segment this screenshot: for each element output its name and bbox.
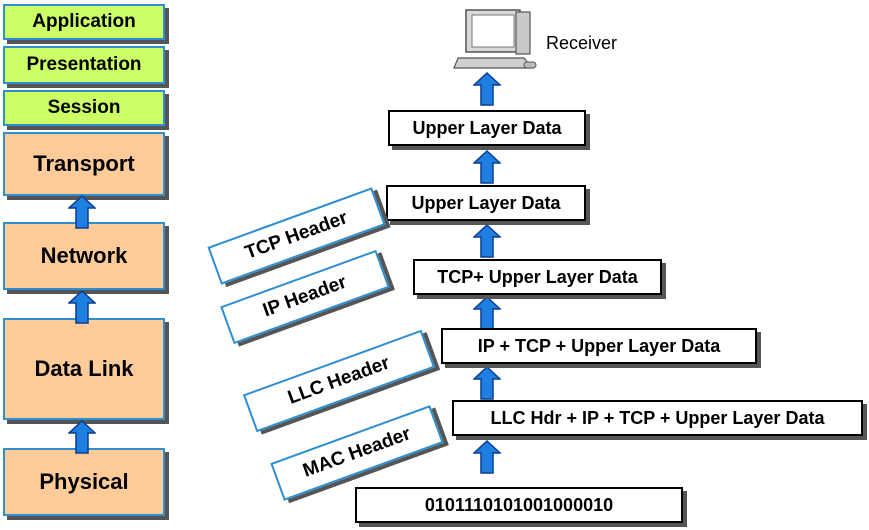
up-arrow-icon bbox=[473, 150, 501, 184]
up-arrow-icon bbox=[473, 72, 501, 106]
osi-layer-physical: Physical bbox=[3, 448, 165, 516]
llc-frame-data-box: IP + TCP + Upper Layer Data bbox=[441, 328, 757, 364]
osi-layer-transport: Transport bbox=[3, 132, 165, 196]
receiver-label: Receiver bbox=[546, 33, 618, 53]
osi-layer-presentation: Presentation bbox=[3, 46, 165, 84]
up-arrow-icon bbox=[473, 224, 501, 258]
up-arrow-icon bbox=[473, 296, 501, 330]
osi-layer-application: Application bbox=[3, 4, 165, 40]
up-arrow-icon bbox=[473, 440, 501, 474]
upper-layer-data-box: Upper Layer Data bbox=[388, 110, 586, 146]
tcp-segment-data-box: Upper Layer Data bbox=[386, 185, 586, 221]
osi-layer-session: Session bbox=[3, 90, 165, 126]
desktop-computer-icon bbox=[453, 9, 537, 69]
osi-layer-data-link: Data Link bbox=[3, 318, 165, 420]
osi-layer-network: Network bbox=[3, 222, 165, 290]
mac-frame-data-box: LLC Hdr + IP + TCP + Upper Layer Data bbox=[452, 400, 863, 436]
ip-packet-data-box: TCP+ Upper Layer Data bbox=[413, 259, 662, 295]
bitstream-box: 0101110101001000010 bbox=[355, 487, 683, 523]
up-arrow-icon bbox=[68, 195, 96, 229]
up-arrow-icon bbox=[473, 366, 501, 400]
up-arrow-icon bbox=[68, 420, 96, 454]
up-arrow-icon bbox=[68, 290, 96, 324]
